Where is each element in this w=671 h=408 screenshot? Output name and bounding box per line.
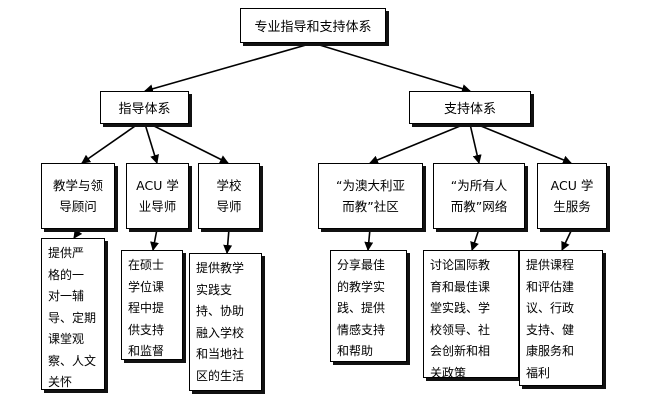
teaching-leadership-advisor-detail: 提供严 格的一 对一辅 导、定期 课堂观 察、人文 关怀 bbox=[41, 238, 105, 390]
teaching-leadership-advisor-label: 教学与领 导顾问 bbox=[52, 178, 103, 214]
acu-academic-mentor-label: ACU 学 业导师 bbox=[136, 178, 179, 214]
teach-for-all-network-node: “为所有人 而教”网络 bbox=[433, 163, 525, 229]
guidance-to-school-mentor-arrow bbox=[149, 123, 229, 164]
guidance-system-node: 指导体系 bbox=[100, 91, 189, 124]
network-to-detail-arrow bbox=[470, 228, 480, 251]
guidance-to-advisor-arrow bbox=[81, 123, 139, 164]
school-mentor-to-detail-arrow bbox=[223, 228, 233, 254]
guidance-to-acu-mentor-arrow bbox=[144, 123, 159, 164]
tfa-community-detail-text: 分享最佳 的教学实 践、提供 情感支持 和帮助 bbox=[337, 258, 386, 358]
tfa-community-label: “为澳大利亚 而教”社区 bbox=[336, 178, 405, 214]
teaching-leadership-advisor-node: 教学与领 导顾问 bbox=[41, 163, 115, 229]
tfa-community-detail: 分享最佳 的教学实 践、提供 情感支持 和帮助 bbox=[330, 250, 407, 362]
support-system-node: 支持体系 bbox=[409, 91, 531, 124]
school-mentor-node: 学校 导师 bbox=[198, 163, 260, 229]
acu-academic-mentor-node: ACU 学 业导师 bbox=[126, 163, 189, 229]
root-node: 专业指导和支持体系 bbox=[240, 8, 386, 43]
acu-academic-mentor-detail: 在硕士 学位课 程中提 供支持 和监督 bbox=[121, 250, 183, 360]
acu-mentor-to-detail-arrow bbox=[150, 228, 159, 251]
teach-for-all-network-detail: 讨论国际教 育和最佳课 堂实践、学 校领导、社 会创新和相 关政策 bbox=[423, 250, 519, 378]
teach-for-all-network-detail-text: 讨论国际教 育和最佳课 堂实践、学 校领导、社 会创新和相 关政策 bbox=[430, 258, 491, 378]
acu-student-services-detail-text: 提供课程 和评估建 议、行政 支持、健 康服务和 福利 bbox=[526, 258, 575, 380]
support-system-label: 支持体系 bbox=[443, 102, 496, 117]
acu-student-services-node: ACU 学 生服务 bbox=[537, 163, 607, 229]
guidance-system-label: 指导体系 bbox=[118, 102, 171, 117]
school-mentor-label: 学校 导师 bbox=[216, 178, 242, 214]
root-to-guidance-arrow bbox=[144, 42, 314, 94]
teach-for-all-network-label: “为所有人 而教”网络 bbox=[450, 178, 508, 214]
community-to-detail-arrow bbox=[364, 228, 374, 251]
acu-academic-mentor-detail-text: 在硕士 学位课 程中提 供支持 和监督 bbox=[128, 258, 165, 358]
school-mentor-detail: 提供教学 实践支 持、协助 融入学校 和当地社 区的生活 bbox=[189, 253, 262, 391]
root-label: 专业指导和支持体系 bbox=[254, 20, 372, 35]
acu-student-services-label: ACU 学 生服务 bbox=[550, 178, 594, 214]
teaching-leadership-advisor-detail-text: 提供严 格的一 对一辅 导、定期 课堂观 察、人文 关怀 bbox=[48, 246, 97, 389]
support-to-community-arrow bbox=[369, 123, 466, 165]
acu-student-services-detail: 提供课程 和评估建 议、行政 支持、健 康服务和 福利 bbox=[519, 250, 603, 386]
advisor-to-detail-arrow bbox=[73, 228, 83, 239]
root-to-support-arrow bbox=[312, 42, 471, 93]
tfa-community-node: “为澳大利亚 而教”社区 bbox=[318, 163, 423, 229]
support-to-network-arrow bbox=[469, 123, 482, 164]
acu-services-to-detail-arrow bbox=[561, 228, 573, 251]
school-mentor-detail-text: 提供教学 实践支 持、协助 融入学校 和当地社 区的生活 bbox=[196, 261, 245, 383]
support-to-acu-services-arrow bbox=[475, 123, 572, 165]
